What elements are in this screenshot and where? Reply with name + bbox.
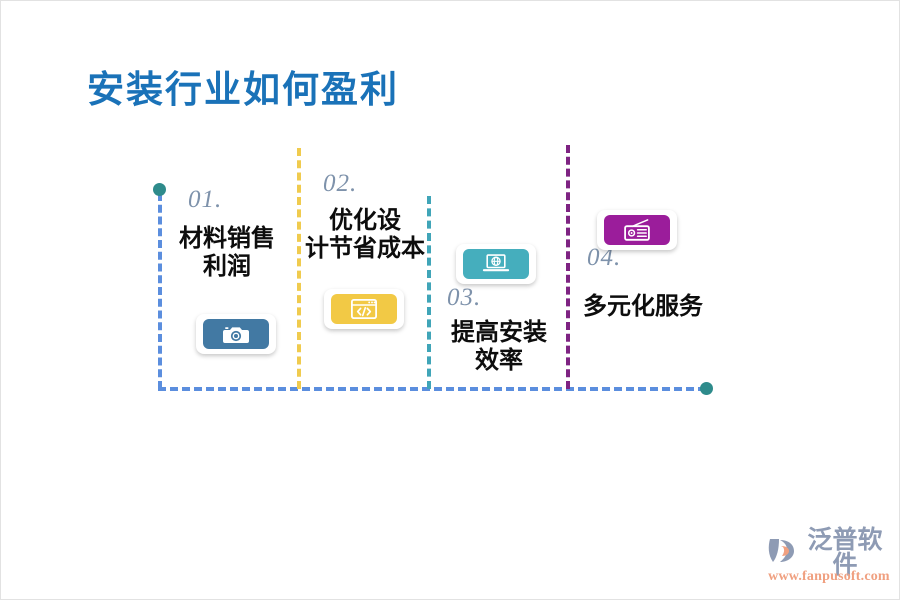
timeline-divider-1 — [158, 193, 162, 389]
radio-icon — [604, 215, 670, 245]
step-1-number: 01. — [188, 186, 223, 213]
watermark-url: www.fanpusoft.com — [768, 569, 890, 584]
laptop-globe-icon — [463, 249, 529, 279]
timeline-divider-4 — [566, 145, 570, 389]
timeline-divider-3 — [427, 196, 431, 389]
step-3-label: 提高安装 效率 — [451, 320, 547, 374]
step-3: 03. 提高安装 效率 — [441, 285, 557, 376]
step-3-icon-chip[interactable] — [456, 244, 536, 284]
watermark-logo-row: 泛普软件 — [767, 528, 891, 578]
timeline-start-dot — [153, 183, 166, 196]
fanpu-mark-icon — [767, 537, 796, 569]
step-2: 02. 优化设 计节省成本 — [303, 171, 427, 264]
watermark-brand: 泛普软件 — [807, 527, 883, 579]
step-1-label: 材料销售 利润 — [179, 226, 275, 280]
step-1-icon-chip[interactable] — [196, 314, 276, 354]
code-window-icon — [331, 294, 397, 324]
timeline-divider-2 — [297, 148, 301, 389]
timeline-baseline — [158, 387, 706, 391]
step-3-number: 03. — [447, 284, 482, 311]
step-1: 01. 材料销售 利润 — [164, 187, 290, 282]
page-title: 安装行业如何盈利 — [87, 70, 399, 111]
camera-icon — [203, 319, 269, 349]
watermark-logo: 泛普软件 www.fanpusoft.com — [767, 528, 891, 585]
step-4: 04. 多元化服务 — [583, 245, 715, 322]
step-2-label: 优化设 计节省成本 — [305, 208, 425, 262]
step-4-label: 多元化服务 — [583, 294, 703, 320]
timeline-end-dot — [700, 382, 713, 395]
step-2-icon-chip[interactable] — [324, 289, 404, 329]
step-4-icon-chip[interactable] — [597, 210, 677, 250]
step-2-number: 02. — [323, 170, 358, 197]
